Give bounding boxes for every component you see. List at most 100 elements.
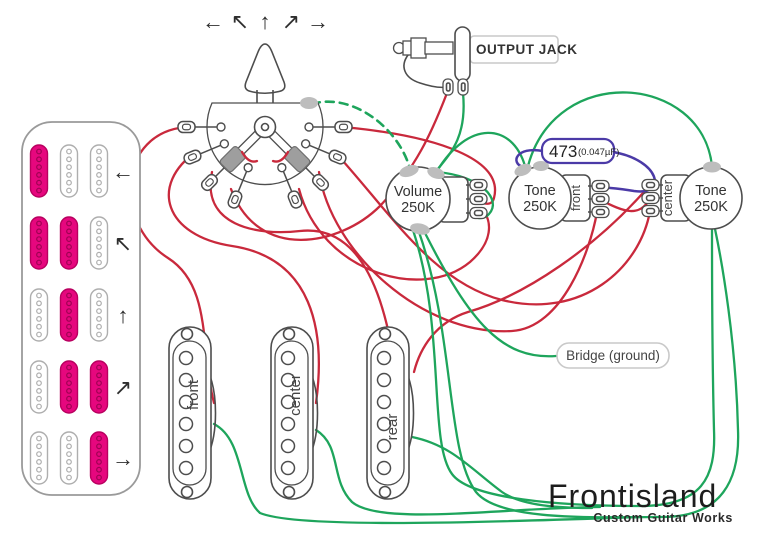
chart-pole-dot (36, 403, 42, 410)
chart-pole-dot (96, 236, 102, 243)
chart-pole-dot (96, 148, 102, 155)
chart-pole-dot (36, 236, 42, 243)
screw-hole (378, 327, 392, 341)
switch-pivot (253, 115, 277, 139)
chart-pole-dot (96, 171, 102, 178)
green-wire (435, 91, 465, 172)
chart-pole-dot (66, 474, 72, 481)
switch-arrow: ← (202, 9, 224, 34)
pole-pieces (178, 350, 194, 476)
solder-blob (300, 97, 318, 109)
logo-name: Frontisland (548, 478, 717, 514)
chart-pole-dot (96, 435, 102, 442)
chart-pickup-rear-active (89, 431, 109, 485)
chart-pole-dot (96, 388, 102, 394)
chart-pole-dot (96, 228, 102, 235)
chart-pole-dot (66, 308, 72, 315)
chart-pole-dot (96, 187, 102, 194)
pole-piece (280, 394, 296, 410)
pickup-label: rear (384, 414, 401, 441)
chart-pole-dot (66, 156, 72, 163)
chart-pole-dot (36, 148, 42, 155)
pickup-label: center (287, 374, 304, 416)
chart-row: ↑ (29, 288, 129, 342)
chart-pole-dot (66, 259, 72, 266)
red-wire (317, 170, 599, 333)
switch-arrow: ↗ (282, 9, 300, 34)
chart-pole-dot (66, 403, 72, 410)
chart-pole-dot (36, 300, 42, 307)
chart-pole-dot (66, 236, 72, 243)
chart-pole-dot (66, 187, 72, 194)
plug-hook (403, 54, 448, 89)
chart-pole-dot (66, 171, 72, 178)
chart-pole-dot (96, 372, 102, 379)
switch-arrow: → (307, 9, 329, 34)
chart-row: ↗ (29, 360, 132, 414)
chart-pole-dot (66, 148, 72, 155)
capacitor: 473 (0.047µF) (540, 137, 619, 165)
chart-pole-dot (36, 187, 42, 194)
solder-blob (514, 163, 532, 177)
chart-pole-dot (36, 451, 42, 458)
chart-pole-dot (36, 323, 42, 330)
chart-frame (21, 121, 141, 496)
logo-tagline: Custom Guitar Works (593, 511, 733, 525)
red-wire-stub (271, 150, 290, 163)
jack-lug (442, 78, 454, 96)
pot-position-label: front (568, 185, 583, 211)
solder-blob (533, 161, 549, 171)
switch-lug (183, 139, 230, 165)
green-wire (410, 435, 594, 510)
pot-value: 250K (694, 199, 728, 215)
pole-pieces (280, 350, 296, 476)
chart-position-arrow: ← (112, 159, 134, 184)
pickup-rear: rear (366, 326, 415, 500)
chart-pole-dot (36, 395, 42, 402)
chart-pole-dot (36, 316, 42, 322)
chart-pole-dot (96, 156, 102, 163)
screw-hole (282, 485, 296, 499)
red-wire-stub (240, 150, 259, 163)
red-wire (332, 149, 652, 306)
chart-pole-dot (96, 220, 102, 227)
red-wire (341, 125, 497, 205)
ground-dashed-wire (310, 100, 412, 171)
pole-piece (376, 372, 392, 388)
switch-lug (304, 120, 353, 134)
bridge-label-box (556, 342, 670, 369)
chart-pole-dot (96, 323, 102, 330)
chart-pole-dot (96, 380, 102, 387)
chart-pole-dot (66, 323, 72, 330)
chart-pole-dot (66, 435, 72, 442)
solder-blob (703, 161, 721, 173)
chart-pole-dot (36, 380, 42, 387)
chart-pole-dot (96, 459, 102, 465)
pole-piece (376, 350, 392, 366)
chart-position-arrow: ↖ (114, 231, 132, 256)
switch-lug (300, 139, 347, 165)
screw-hole (378, 485, 392, 499)
pole-piece (280, 460, 296, 476)
chart-pole-dot (36, 372, 42, 379)
green-wire (212, 422, 642, 525)
switch-pivot-hole (260, 122, 270, 132)
chart-pole-dot (96, 395, 102, 402)
chart-pickup-front-active (29, 144, 49, 198)
chart-rows: ←↖↑↗→ (29, 144, 134, 485)
chart-pole-dot (66, 179, 72, 186)
pole-piece (376, 416, 392, 432)
pole-piece (178, 438, 194, 454)
pot-name: Tone (524, 183, 555, 199)
logo: Frontisland Custom Guitar Works (548, 478, 733, 525)
plug-shaft (424, 41, 454, 55)
capacitor-box (540, 137, 616, 165)
red-wire (297, 187, 491, 281)
volume-pot: Volume 250K (385, 164, 488, 235)
pot-name: Volume (394, 184, 442, 200)
chart-pole-dot (66, 331, 72, 338)
pickup-center: center (270, 326, 319, 500)
red-wire (412, 183, 652, 374)
pot-position-label: center (660, 179, 675, 216)
